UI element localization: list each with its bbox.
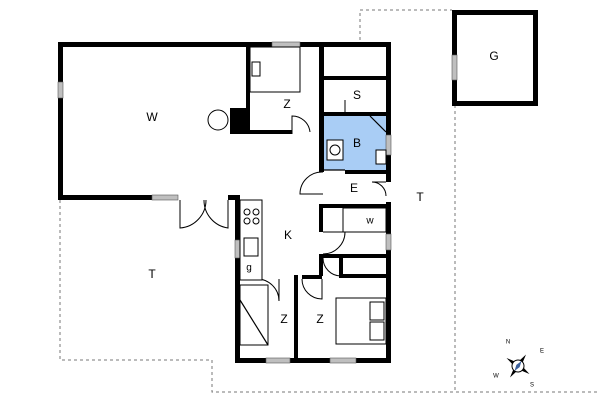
room-label-kitchen: K bbox=[284, 228, 292, 242]
terrace-outline bbox=[59, 9, 600, 393]
compass-rose bbox=[506, 354, 530, 378]
room-label-fridge: g bbox=[246, 263, 252, 274]
room-label-bedroom-right: Z bbox=[316, 312, 323, 326]
room-label-bedroom-top: Z bbox=[283, 97, 290, 111]
walls bbox=[58, 10, 538, 363]
room-label-entrance: E bbox=[350, 181, 358, 195]
room-labels: W Z S B E K w g Z Z T T G bbox=[146, 49, 498, 326]
furniture bbox=[207, 46, 387, 346]
room-label-terrace-right: T bbox=[416, 190, 424, 204]
compass-s: S bbox=[530, 383, 534, 389]
room-label-bathroom: B bbox=[353, 136, 361, 150]
room-label-storage: S bbox=[353, 88, 361, 102]
room-label-garage: G bbox=[489, 49, 498, 63]
compass-e: E bbox=[540, 349, 544, 355]
room-label-utility: w bbox=[365, 216, 374, 227]
windows bbox=[57, 41, 458, 364]
doors bbox=[179, 100, 387, 302]
room-label-living: W bbox=[146, 110, 158, 124]
room-label-bedroom-left: Z bbox=[280, 312, 287, 326]
room-label-terrace-left: T bbox=[148, 267, 156, 281]
compass-n: N bbox=[506, 340, 510, 346]
compass-labels: N E S W bbox=[493, 340, 544, 389]
compass-w: W bbox=[493, 374, 499, 380]
